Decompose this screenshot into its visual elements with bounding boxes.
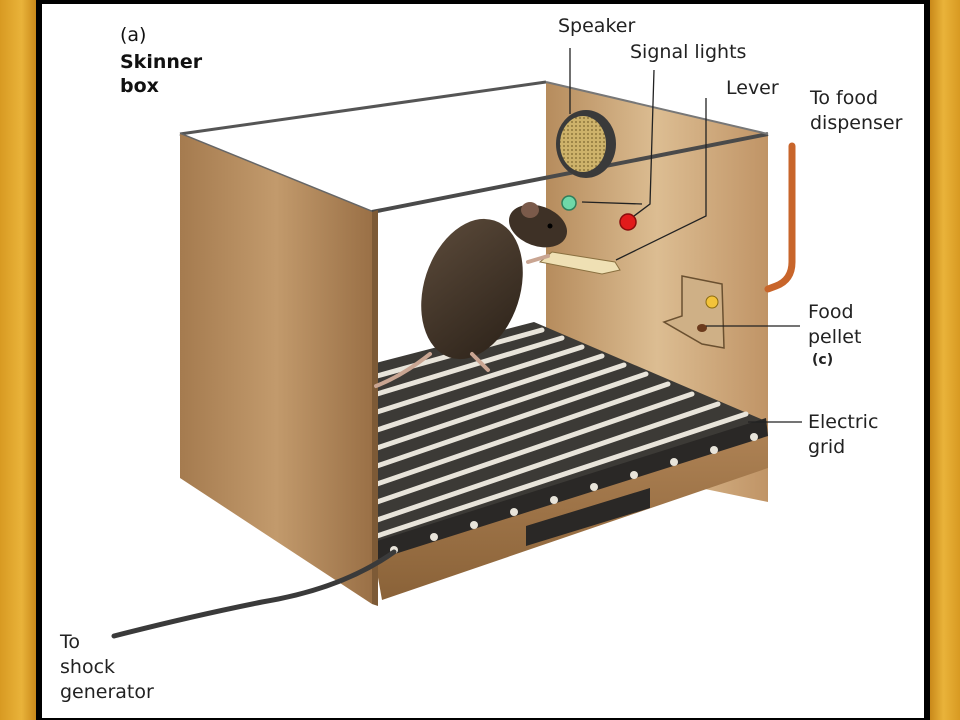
food-hopper-icon	[662, 275, 725, 349]
electric-grid	[374, 327, 749, 539]
label-shock-generator: To shock generator	[60, 631, 154, 703]
left-frame-border	[0, 0, 36, 720]
food-pellet-icon	[697, 324, 707, 332]
panel-label: (a)	[120, 24, 147, 46]
leader-lines	[569, 48, 802, 423]
label-speaker: Speaker	[558, 15, 636, 37]
label-food-pellet-tag: (c)	[812, 352, 834, 368]
label-electric-grid: Electric grid	[808, 411, 879, 458]
drawer-handle	[526, 488, 650, 546]
food-pellet-light-icon	[705, 295, 719, 309]
skinner-box-illustration	[111, 48, 802, 639]
right-frame-border	[930, 0, 960, 720]
label-lever: Lever	[726, 77, 779, 99]
food-dispenser-pipe	[764, 142, 796, 293]
green-signal-light-icon	[561, 195, 577, 211]
label-signal-lights: Signal lights	[630, 41, 747, 63]
figure-title: Skinner box	[120, 51, 203, 97]
lever-icon	[538, 251, 621, 275]
shock-generator-cable	[111, 549, 397, 639]
label-food-dispenser: To food dispenser	[810, 87, 903, 134]
label-food-pellet: Food pellet	[808, 301, 862, 348]
left-wall	[180, 134, 372, 604]
slide-canvas: (a) Skinner box Speaker Signal lights Le…	[42, 4, 924, 718]
red-signal-light-icon	[619, 213, 637, 231]
rat-icon	[374, 202, 568, 388]
